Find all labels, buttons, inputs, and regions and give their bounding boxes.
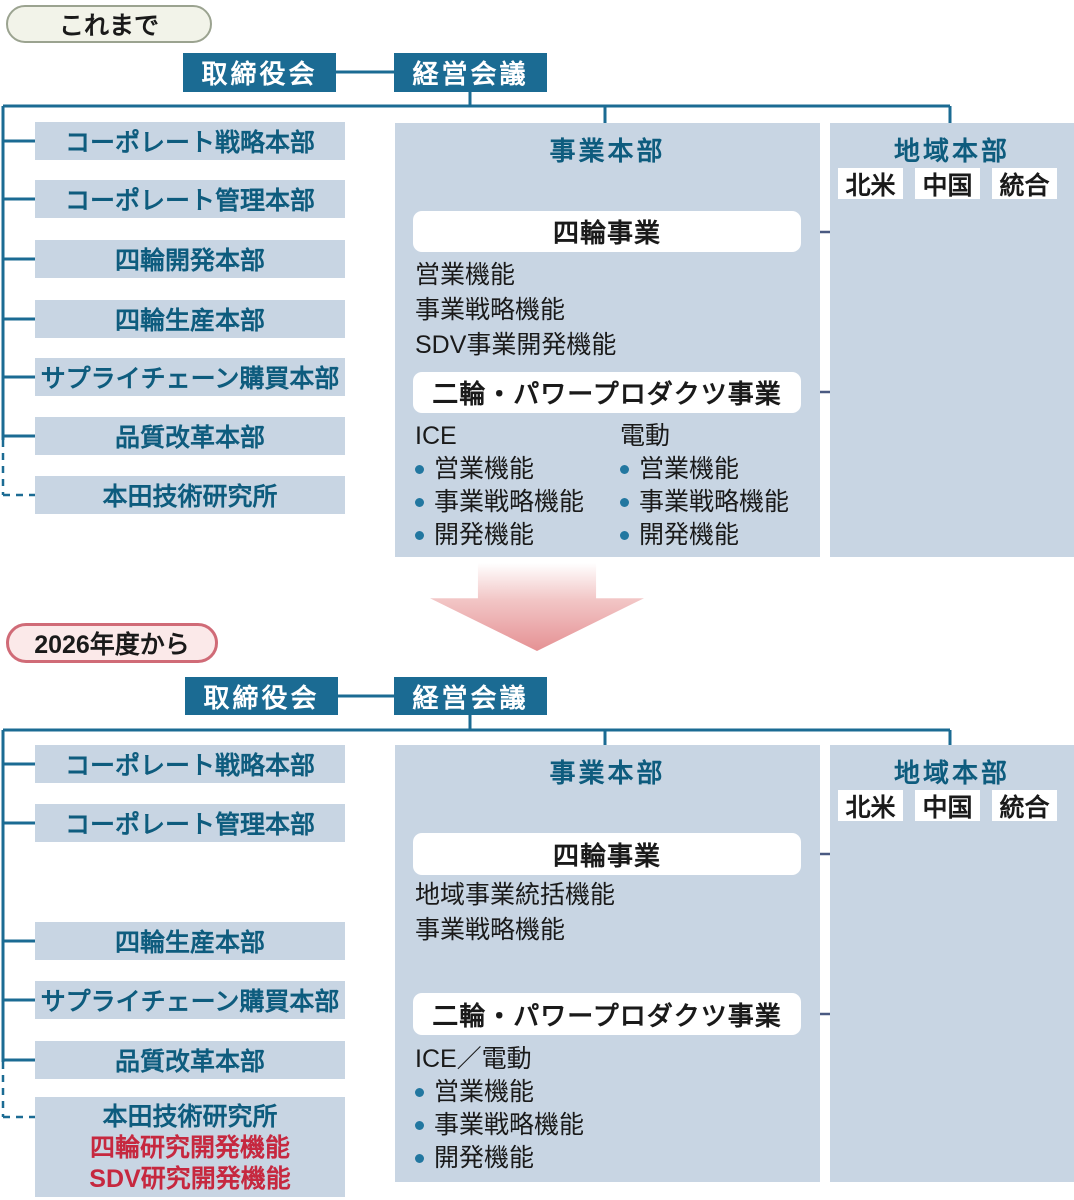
research-added-function: 四輪研究開発機能 [89,1134,290,1162]
function-line: 開発機能 [415,1142,584,1175]
regional-hq-panel-before: 地域本部 北米 中国 統合 [830,123,1074,557]
research-added-function: SDV研究開発機能 [89,1165,291,1193]
region-box: 中国 [915,790,980,822]
moto-business-box-after: 二輪・パワープロダクツ事業 [413,993,801,1035]
dept-box: 四輪生産本部 [35,922,345,960]
business-hq-title-after: 事業本部 [549,758,666,788]
column-heading: ICE [415,422,457,450]
before-teal-connectors [1,70,952,440]
section-tag-after: 2026年度から [6,623,218,663]
function-line: 事業戦略機能 [415,296,566,324]
dept-box: サプライチェーン購買本部 [35,358,345,396]
regional-hq-panel-after: 地域本部 北米 中国 統合 [830,745,1074,1182]
moto-business-box-before: 二輪・パワープロダクツ事業 [413,372,801,413]
auto-functions-before: 営業機能 事業戦略機能 SDV事業開発機能 [415,258,616,363]
business-hq-panel-before: 事業本部 四輪事業 営業機能 事業戦略機能 SDV事業開発機能 二輪・パワープロ… [395,123,820,557]
dept-box: サプライチェーン購買本部 [35,981,345,1019]
function-line: 営業機能 [415,261,516,289]
region-box: 中国 [915,168,980,200]
moto-ev-column-before: 電動 営業機能 事業戦略機能 開発機能 [620,420,789,552]
region-box: 北米 [838,168,903,200]
column-heading: ICE／電動 [415,1045,532,1073]
function-line: 営業機能 [415,453,584,486]
dept-box: 品質改革本部 [35,417,345,455]
region-box: 北米 [838,790,903,822]
function-line: 事業戦略機能 [415,916,566,944]
column-heading: 電動 [620,422,671,450]
auto-functions-after: 地域事業統括機能 事業戦略機能 [415,878,615,948]
after-teal-connectors [1,694,952,1062]
function-line: 地域事業統括機能 [415,881,616,909]
function-line: 開発機能 [620,519,789,552]
after-dashed-connector [1,1062,35,1119]
business-hq-panel-after: 事業本部 四輪事業 地域事業統括機能 事業戦略機能 二輪・パワープロダクツ事業 … [395,745,820,1182]
region-box: 統合 [992,168,1057,200]
dept-box: 本田技術研究所 [35,476,345,514]
function-line: 営業機能 [620,453,789,486]
regional-hq-title-after: 地域本部 [893,758,1010,788]
dept-box: 四輪生産本部 [35,300,345,338]
business-hq-title-before: 事業本部 [549,136,666,166]
dept-box: コーポレート戦略本部 [35,745,345,783]
function-line: 事業戦略機能 [415,486,584,519]
function-line: 開発機能 [415,519,584,552]
dept-box: コーポレート管理本部 [35,804,345,842]
moto-ice-column-before: ICE 営業機能 事業戦略機能 開発機能 [415,420,584,552]
function-line: 事業戦略機能 [620,486,789,519]
moto-functions-after: ICE／電動 営業機能 事業戦略機能 開発機能 [415,1043,584,1175]
management-council-box-before: 経営会議 [394,53,547,92]
region-box: 統合 [992,790,1057,822]
function-line: 営業機能 [415,1076,584,1109]
board-of-directors-box-after: 取締役会 [185,677,338,715]
function-line: 事業戦略機能 [415,1109,584,1142]
board-of-directors-box-before: 取締役会 [183,53,336,92]
dept-box: コーポレート戦略本部 [35,122,345,160]
section-tag-before: これまで [6,5,212,43]
research-center-box: 本田技術研究所 四輪研究開発機能 SDV研究開発機能 [35,1097,345,1197]
before-dashed-connector [1,440,35,497]
management-council-box-after: 経営会議 [394,677,547,715]
dept-box: 四輪開発本部 [35,240,345,278]
dept-box: 品質改革本部 [35,1041,345,1079]
regional-hq-title-before: 地域本部 [893,136,1010,166]
function-line: SDV事業開発機能 [415,331,617,359]
research-center-title: 本田技術研究所 [102,1103,278,1131]
dept-box: コーポレート管理本部 [35,180,345,218]
auto-business-box-before: 四輪事業 [413,211,801,252]
auto-business-box-after: 四輪事業 [413,833,801,875]
